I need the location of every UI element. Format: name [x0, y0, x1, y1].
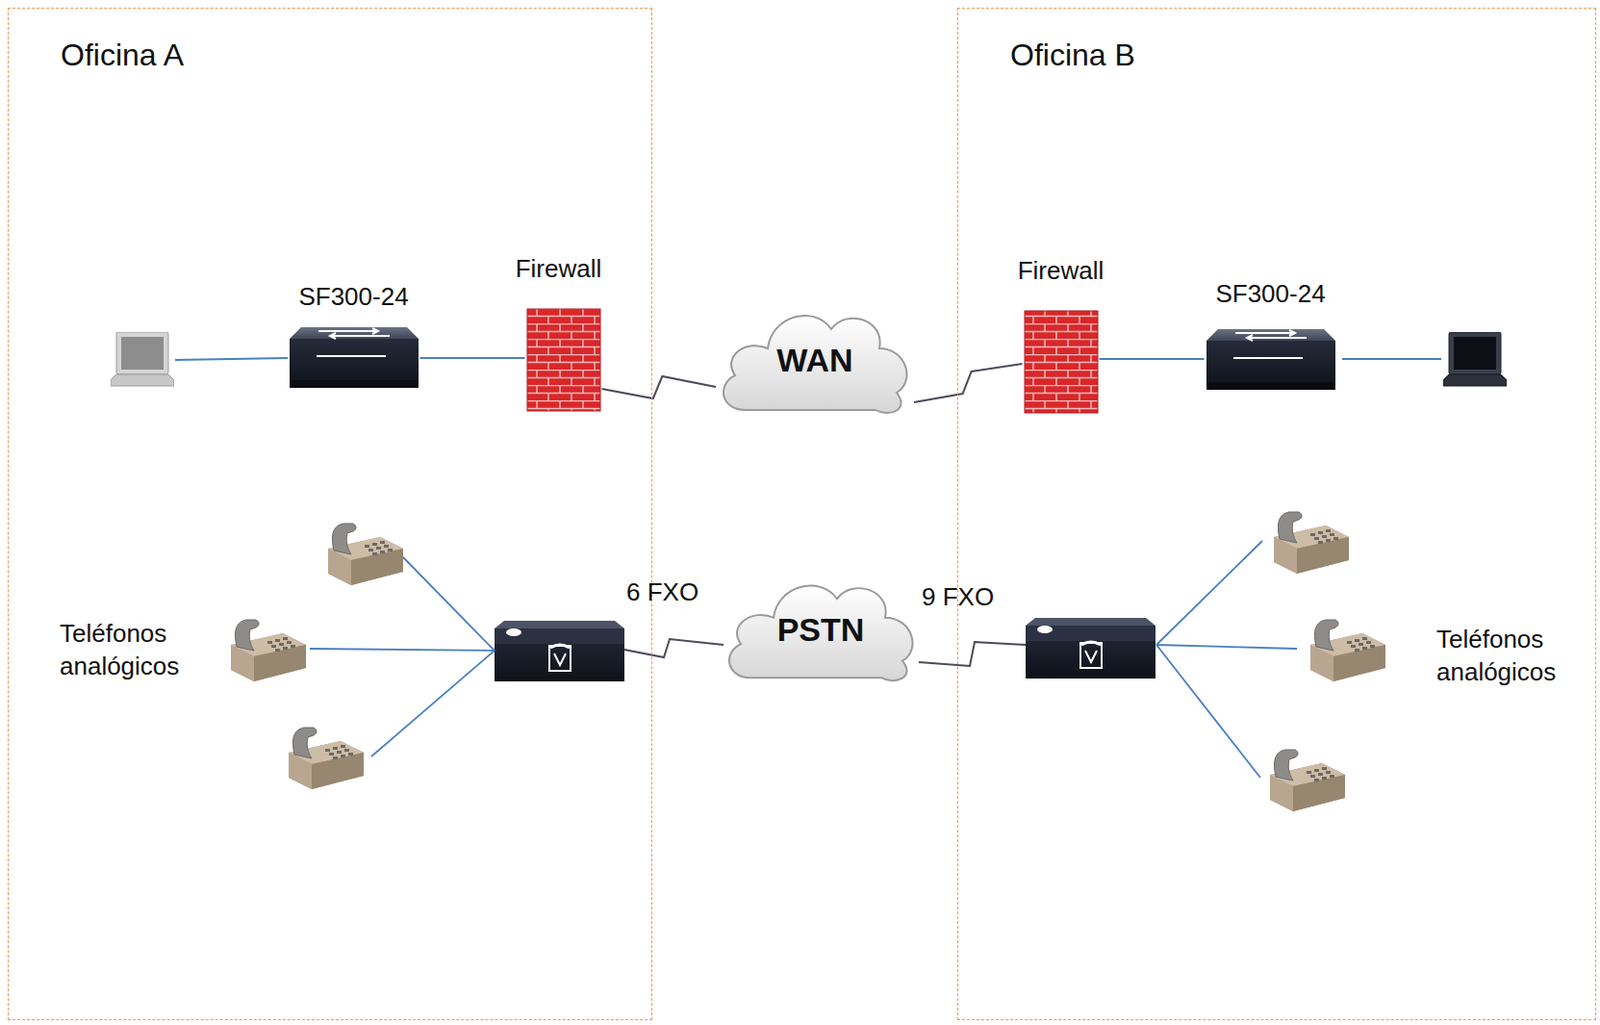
analog-phone-icon — [328, 523, 404, 585]
firewall-node: Firewall — [510, 253, 608, 413]
laptop-icon — [110, 331, 175, 386]
office-region: Oficina B FirewallSF300-24 — [957, 7, 1597, 1020]
port-count: 6 FXO — [626, 575, 699, 609]
analog-phone-icon — [1310, 619, 1386, 682]
port-count: 9 FXO — [921, 580, 994, 613]
device-label: Firewall — [1013, 255, 1110, 285]
office-heading: Oficina B — [1010, 37, 1136, 74]
analog-phone-icon — [1273, 511, 1349, 574]
cloud-shape — [729, 584, 914, 681]
pstn-cloud: PSTN — [719, 566, 922, 686]
analog-phone-icon — [288, 727, 364, 789]
office-region: Oficina A SF300-24 Firewall — [7, 7, 653, 1020]
ethernet-link — [1099, 357, 1205, 360]
analog-phone-icon — [230, 619, 306, 682]
switch-node: SF300-24 — [1204, 279, 1338, 392]
wires — [175, 357, 1442, 778]
ethernet-link — [420, 356, 526, 359]
analog-phone-icon — [1269, 749, 1346, 812]
network-name: PSTN — [777, 605, 865, 649]
device-label: SF300-24 — [1204, 279, 1338, 308]
wan-link — [602, 376, 717, 399]
laptop-icon — [1443, 331, 1507, 386]
firewall-icon — [1024, 310, 1098, 413]
device-label: SF300-24 — [287, 281, 421, 311]
voice-gateway-icon — [494, 620, 625, 682]
firewall-node: Firewall — [1013, 255, 1110, 415]
wan-cloud: WAN — [713, 296, 916, 419]
network-name: WAN — [776, 335, 853, 380]
switch-icon — [1206, 329, 1336, 390]
firewall-icon — [527, 308, 601, 411]
device-label: Firewall — [510, 253, 608, 283]
wan-link — [914, 363, 1023, 403]
office-heading: Oficina A — [60, 37, 184, 74]
voice-gateway-icon — [1025, 617, 1156, 679]
switch-node: SF300-24 — [287, 281, 421, 390]
cloud-shape — [723, 315, 908, 413]
phones-label: Teléfonos analógicos — [59, 616, 214, 683]
switch-icon — [289, 327, 419, 388]
phones-label: Teléfonos analógicos — [1436, 622, 1591, 688]
